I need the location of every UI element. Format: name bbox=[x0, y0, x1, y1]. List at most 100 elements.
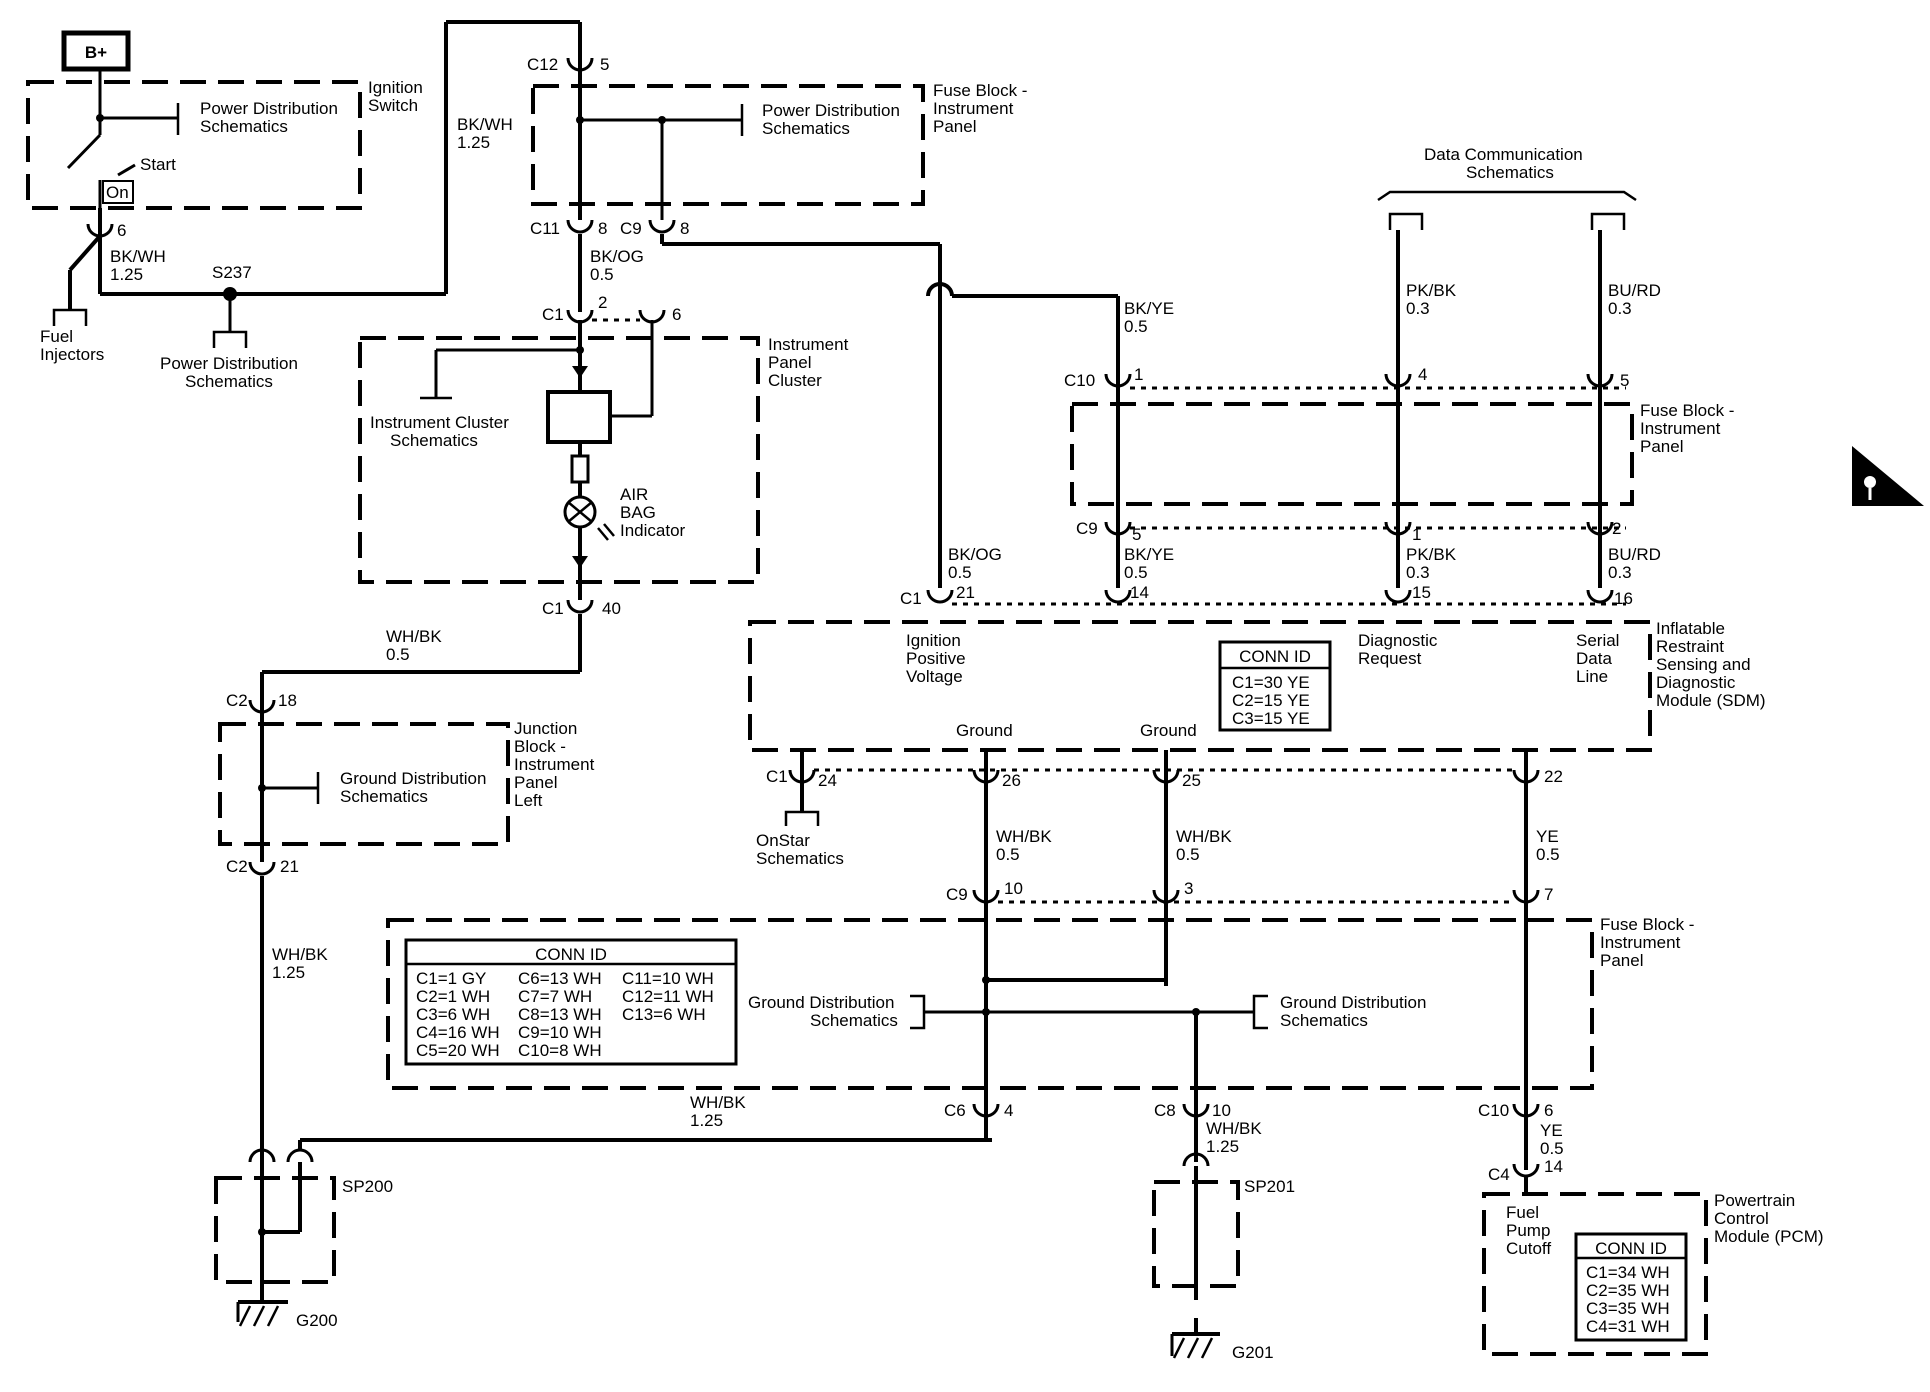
svg-text:8: 8 bbox=[680, 219, 689, 238]
svg-text:Instrument Cluster: Instrument Cluster bbox=[370, 413, 509, 432]
s237-schem-2: Schematics bbox=[185, 372, 273, 391]
fuse-block-top-2: Instrument bbox=[933, 99, 1014, 118]
svg-text:C8=13 WH: C8=13 WH bbox=[518, 1005, 602, 1024]
svg-text:C7=7 WH: C7=7 WH bbox=[518, 987, 592, 1006]
sdm-box bbox=[748, 620, 1652, 752]
svg-text:C11: C11 bbox=[530, 219, 560, 238]
svg-text:Module (SDM): Module (SDM) bbox=[1656, 691, 1766, 710]
ignition-switch-label-2: Switch bbox=[368, 96, 418, 115]
svg-text:14: 14 bbox=[1130, 583, 1149, 602]
svg-text:21: 21 bbox=[956, 583, 975, 602]
svg-text:C12=11 WH: C12=11 WH bbox=[622, 987, 714, 1006]
ignition-on-label: On bbox=[106, 183, 129, 202]
svg-text:BU/RD: BU/RD bbox=[1608, 281, 1661, 300]
svg-text:C1: C1 bbox=[542, 305, 564, 324]
svg-text:8: 8 bbox=[598, 219, 607, 238]
svg-text:WH/BK: WH/BK bbox=[272, 945, 328, 964]
svg-text:0.5: 0.5 bbox=[1536, 845, 1560, 864]
svg-text:Junction: Junction bbox=[514, 719, 577, 738]
svg-text:C2: C2 bbox=[226, 857, 248, 876]
svg-text:C10: C10 bbox=[1064, 371, 1095, 390]
svg-text:Diagnostic: Diagnostic bbox=[1656, 673, 1736, 692]
svg-text:6: 6 bbox=[1544, 1101, 1553, 1120]
svg-text:Instrument: Instrument bbox=[514, 755, 595, 774]
svg-text:Powertrain: Powertrain bbox=[1714, 1191, 1795, 1210]
svg-text:SP201: SP201 bbox=[1244, 1177, 1295, 1196]
battery-box bbox=[61, 30, 131, 72]
svg-text:Schematics: Schematics bbox=[1466, 163, 1554, 182]
ign-wire-1: BK/WH bbox=[110, 247, 166, 266]
svg-text:C1: C1 bbox=[766, 767, 788, 786]
svg-text:BK/YE: BK/YE bbox=[1124, 545, 1174, 564]
fuel-injectors-2: Injectors bbox=[40, 345, 104, 364]
svg-text:Panel: Panel bbox=[768, 353, 811, 372]
svg-text:1.25: 1.25 bbox=[690, 1111, 723, 1130]
svg-text:25: 25 bbox=[1182, 771, 1201, 790]
svg-text:10: 10 bbox=[1004, 879, 1023, 898]
svg-text:Indicator: Indicator bbox=[620, 521, 686, 540]
svg-text:5: 5 bbox=[1620, 371, 1629, 390]
svg-text:Panel: Panel bbox=[514, 773, 557, 792]
svg-text:C2=1 WH: C2=1 WH bbox=[416, 987, 490, 1006]
svg-text:C2=35 WH: C2=35 WH bbox=[1586, 1281, 1670, 1300]
svg-text:C2: C2 bbox=[226, 691, 248, 710]
svg-text:C9=10 WH: C9=10 WH bbox=[518, 1023, 602, 1042]
svg-text:C6=13 WH: C6=13 WH bbox=[518, 969, 602, 988]
svg-text:Fuse Block -: Fuse Block - bbox=[1600, 915, 1694, 934]
pds-schem-2: Schematics bbox=[200, 117, 288, 136]
svg-text:C9: C9 bbox=[620, 219, 642, 238]
svg-text:0.5: 0.5 bbox=[1124, 317, 1148, 336]
svg-text:3: 3 bbox=[1184, 879, 1193, 898]
svg-text:C3=35 WH: C3=35 WH bbox=[1586, 1299, 1670, 1318]
svg-text:C4: C4 bbox=[1488, 1165, 1510, 1184]
svg-text:BK/YE: BK/YE bbox=[1124, 299, 1174, 318]
fuel-injectors-1: Fuel bbox=[40, 327, 73, 346]
svg-text:BK/WH: BK/WH bbox=[457, 115, 513, 134]
svg-text:6: 6 bbox=[117, 221, 126, 240]
svg-text:CONN ID: CONN ID bbox=[1239, 647, 1311, 666]
svg-text:22: 22 bbox=[1544, 767, 1563, 786]
svg-text:WH/BK: WH/BK bbox=[690, 1093, 746, 1112]
svg-text:Module (PCM): Module (PCM) bbox=[1714, 1227, 1824, 1246]
svg-text:Sensing and: Sensing and bbox=[1656, 655, 1751, 674]
svg-text:Instrument: Instrument bbox=[1640, 419, 1721, 438]
svg-text:0.5: 0.5 bbox=[590, 265, 614, 284]
svg-text:Cluster: Cluster bbox=[768, 371, 822, 390]
svg-text:S237: S237 bbox=[212, 263, 252, 282]
svg-text:C9: C9 bbox=[1076, 519, 1098, 538]
ipc-box bbox=[358, 336, 760, 584]
svg-text:Panel: Panel bbox=[1640, 437, 1683, 456]
svg-text:0.5: 0.5 bbox=[1176, 845, 1200, 864]
svg-text:5: 5 bbox=[600, 55, 609, 74]
svg-text:Data Communication: Data Communication bbox=[1424, 145, 1583, 164]
junction-block bbox=[218, 722, 510, 846]
svg-text:6: 6 bbox=[672, 305, 681, 324]
ignition-switch-label-1: Ignition bbox=[368, 78, 423, 97]
svg-text:Schematics: Schematics bbox=[1280, 1011, 1368, 1030]
svg-text:WH/BK: WH/BK bbox=[1176, 827, 1232, 846]
svg-text:WH/BK: WH/BK bbox=[1206, 1119, 1262, 1138]
svg-text:Power Distribution: Power Distribution bbox=[762, 101, 900, 120]
svg-text:C1: C1 bbox=[900, 589, 922, 608]
svg-text:C1=30 YE: C1=30 YE bbox=[1232, 673, 1310, 692]
svg-text:C6: C6 bbox=[944, 1101, 966, 1120]
svg-text:4: 4 bbox=[1418, 365, 1427, 384]
fuse-block-top-1: Fuse Block - bbox=[933, 81, 1027, 100]
svg-text:Fuel: Fuel bbox=[1506, 1203, 1539, 1222]
svg-text:Instrument: Instrument bbox=[768, 335, 849, 354]
svg-text:Ground Distribution: Ground Distribution bbox=[1280, 993, 1426, 1012]
svg-text:Positive: Positive bbox=[906, 649, 966, 668]
svg-text:CONN ID: CONN ID bbox=[535, 945, 607, 964]
fuse-block-top bbox=[531, 84, 925, 206]
svg-text:WH/BK: WH/BK bbox=[386, 627, 442, 646]
svg-text:0.5: 0.5 bbox=[948, 563, 972, 582]
svg-text:Data: Data bbox=[1576, 649, 1612, 668]
svg-text:Left: Left bbox=[514, 791, 543, 810]
svg-text:24: 24 bbox=[818, 771, 837, 790]
svg-text:Line: Line bbox=[1576, 667, 1608, 686]
svg-text:C4=16 WH: C4=16 WH bbox=[416, 1023, 500, 1042]
ipc-module bbox=[546, 390, 612, 444]
svg-text:C1=1 GY: C1=1 GY bbox=[416, 969, 486, 988]
svg-text:Schematics: Schematics bbox=[762, 119, 850, 138]
svg-text:10: 10 bbox=[1212, 1101, 1231, 1120]
